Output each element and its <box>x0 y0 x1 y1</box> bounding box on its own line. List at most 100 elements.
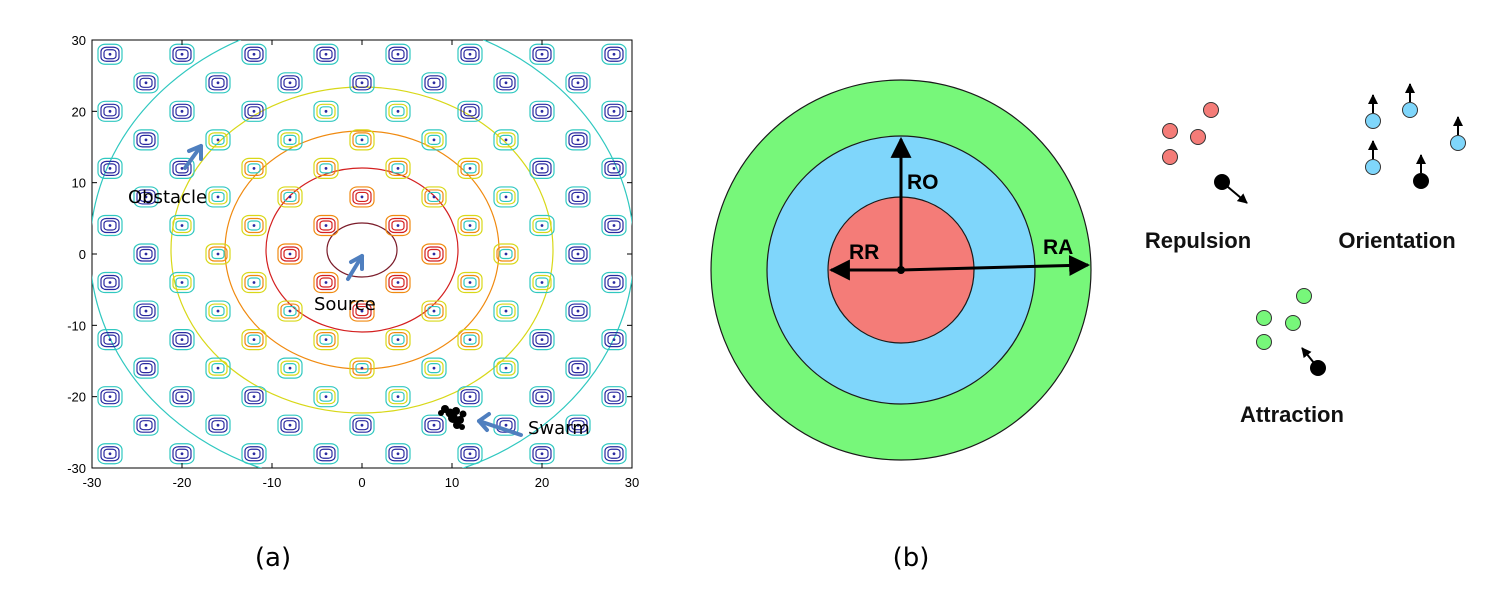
obstacle <box>241 271 267 294</box>
obstacle <box>133 300 159 322</box>
obstacle <box>457 271 483 294</box>
attraction-label: Attraction <box>1240 402 1344 427</box>
obstacle <box>601 271 627 294</box>
obstacle <box>205 300 231 322</box>
obstacle <box>529 329 555 351</box>
obstacle <box>493 129 519 151</box>
obstacle <box>385 43 411 65</box>
obstacle <box>565 186 591 208</box>
obstacle <box>457 43 483 65</box>
panel-a-caption: (a) <box>255 543 291 573</box>
obstacle <box>457 157 483 179</box>
obstacle <box>169 157 195 179</box>
obstacle <box>277 300 303 322</box>
obstacle <box>565 72 591 94</box>
y-tick-label: 20 <box>72 104 86 119</box>
obstacle <box>277 414 303 436</box>
obstacle <box>457 214 483 237</box>
y-tick-label: -10 <box>67 318 86 333</box>
obstacle <box>493 186 519 208</box>
obstacle <box>601 386 627 408</box>
obstacle <box>277 243 303 265</box>
obstacle <box>205 243 231 265</box>
y-tick-label: -30 <box>67 461 86 476</box>
obstacle <box>313 329 339 351</box>
obstacle <box>349 186 375 208</box>
obstacle <box>97 214 123 237</box>
obstacle <box>493 243 519 265</box>
obstacle <box>421 243 447 265</box>
obstacle <box>421 414 447 436</box>
obstacle <box>565 129 591 151</box>
obstacle <box>493 357 519 379</box>
obstacle <box>277 72 303 94</box>
ra-label: RA <box>1043 236 1073 259</box>
field-contour <box>265 167 459 333</box>
obstacle <box>97 43 123 65</box>
obstacle <box>205 357 231 379</box>
obstacle <box>241 443 267 465</box>
obstacle <box>457 443 483 465</box>
obstacle <box>313 157 339 179</box>
y-tick-label: -20 <box>67 390 86 405</box>
obstacle <box>601 100 627 122</box>
obstacle <box>385 214 411 237</box>
ra-radius-arrow <box>900 255 1091 277</box>
obstacle <box>529 271 555 294</box>
obstacle <box>349 72 375 94</box>
obstacle <box>97 386 123 408</box>
obstacle <box>385 386 411 408</box>
ro-label: RO <box>907 171 939 194</box>
swarm-cluster <box>438 405 467 430</box>
obstacle <box>349 414 375 436</box>
obstacle <box>313 386 339 408</box>
obstacle <box>133 357 159 379</box>
obstacle <box>241 214 267 237</box>
obstacle <box>349 300 375 322</box>
obstacle <box>421 129 447 151</box>
obstacle <box>529 157 555 179</box>
obstacle <box>565 357 591 379</box>
obstacle-contours <box>97 43 627 465</box>
obstacle <box>457 100 483 122</box>
x-tick-label: 20 <box>535 475 549 490</box>
obstacle <box>169 214 195 237</box>
obstacle <box>313 43 339 65</box>
obstacle <box>493 300 519 322</box>
x-tick-label: 30 <box>625 475 639 490</box>
obstacle <box>277 186 303 208</box>
obstacle <box>313 443 339 465</box>
obstacle <box>169 271 195 294</box>
obstacle <box>601 43 627 65</box>
obstacle <box>277 357 303 379</box>
obstacle <box>97 100 123 122</box>
obstacle <box>169 386 195 408</box>
obstacle <box>277 129 303 151</box>
rr-label: RR <box>849 241 879 264</box>
obstacle <box>241 100 267 122</box>
obstacle <box>385 100 411 122</box>
obstacle-arrow <box>183 144 203 170</box>
zone-diagram: RR RO RA <box>710 79 1092 461</box>
obstacle <box>133 186 159 208</box>
obstacle <box>421 186 447 208</box>
obstacle <box>529 100 555 122</box>
obstacle <box>169 100 195 122</box>
obstacle <box>421 300 447 322</box>
source-arrow <box>346 254 364 281</box>
swarm-arrow <box>477 412 523 437</box>
obstacle <box>313 271 339 294</box>
obstacle <box>565 300 591 322</box>
obstacle <box>133 243 159 265</box>
obstacle <box>601 157 627 179</box>
repulsion-label: Repulsion <box>1145 228 1251 253</box>
obstacle <box>385 271 411 294</box>
obstacle <box>205 129 231 151</box>
swarm-label: Swarm <box>528 418 590 439</box>
obstacle <box>349 129 375 151</box>
source-label: Source <box>314 294 376 315</box>
obstacle <box>601 214 627 237</box>
